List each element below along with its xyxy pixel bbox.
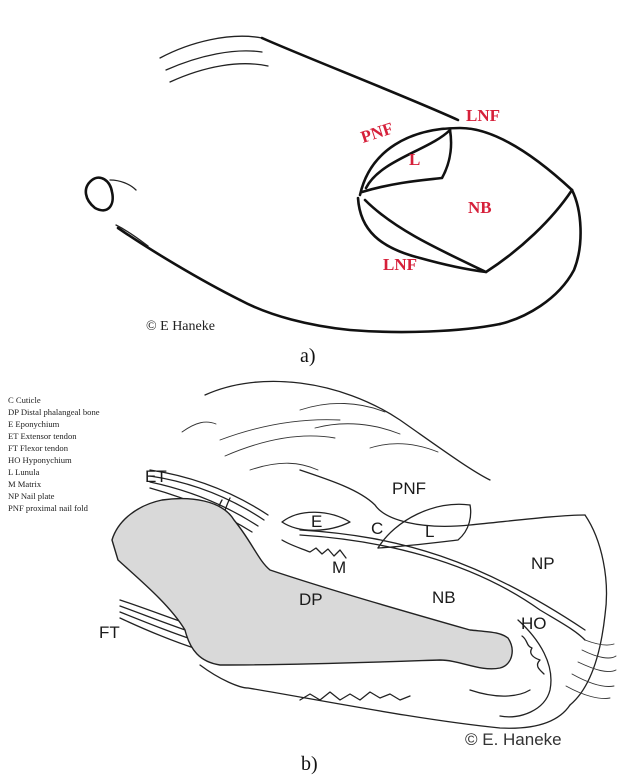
legend-line: DP Distal phalangeal bone xyxy=(8,407,100,417)
label-m: M xyxy=(332,558,346,577)
panel-b-legend: C Cuticle DP Distal phalangeal bone E Ep… xyxy=(8,395,100,513)
panel-b-caption: b) xyxy=(301,753,318,775)
panel-a-drawing xyxy=(86,36,581,332)
legend-line: E Eponychium xyxy=(8,419,60,429)
label-c: C xyxy=(371,519,383,538)
label-np: NP xyxy=(531,554,555,573)
label-ft: FT xyxy=(99,623,120,642)
legend-line: HO Hyponychium xyxy=(8,455,72,465)
label-e: E xyxy=(311,512,322,531)
legend-line: L Lunula xyxy=(8,467,40,477)
label-l: L xyxy=(425,522,434,541)
label-nb: NB xyxy=(432,588,456,607)
label-pnf: PNF xyxy=(358,119,395,147)
label-lnf-top: LNF xyxy=(466,106,500,125)
legend-line: PNF proximal nail fold xyxy=(8,503,89,513)
label-lunula: L xyxy=(409,150,420,169)
legend-line: C Cuticle xyxy=(8,395,41,405)
legend-line: NP Nail plate xyxy=(8,491,55,501)
legend-line: ET Extensor tendon xyxy=(8,431,77,441)
label-nail-bed: NB xyxy=(468,198,492,217)
label-pnf: PNF xyxy=(392,479,426,498)
legend-line: M Matrix xyxy=(8,479,42,489)
panel-a-caption: a) xyxy=(300,345,316,367)
label-dp: DP xyxy=(299,590,323,609)
label-lnf-bottom: LNF xyxy=(383,255,417,274)
label-et: ET xyxy=(145,467,167,486)
label-ho: HO xyxy=(521,614,547,633)
legend-line: FT Flexor tendon xyxy=(8,443,69,453)
panel-b-copyright: © E. Haneke xyxy=(465,730,562,749)
panel-a-copyright: © E Haneke xyxy=(146,319,215,334)
